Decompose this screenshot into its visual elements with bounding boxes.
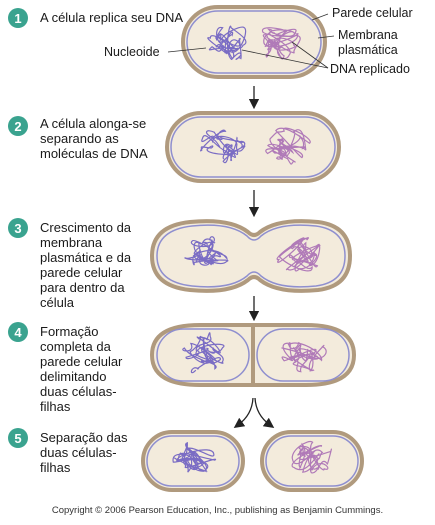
step-4-text: Formação completa da parede celular deli… bbox=[40, 324, 123, 414]
label-cell-wall: Parede celular bbox=[332, 6, 413, 20]
step-5-text: Separação das duas células- filhas bbox=[40, 430, 128, 475]
step-1-text: A célula replica seu DNA bbox=[40, 10, 184, 25]
step-5-badge: 5 bbox=[8, 428, 28, 448]
dna-strand bbox=[291, 440, 332, 474]
dna-strand bbox=[261, 27, 301, 60]
dna-strand bbox=[199, 129, 246, 164]
dna-coil-right bbox=[276, 237, 321, 272]
cell-stage-3 bbox=[149, 219, 353, 293]
dna-coil-left bbox=[172, 442, 216, 473]
dna-strand bbox=[184, 236, 229, 266]
step-2-text: A célula alonga-se separando as molécula… bbox=[40, 116, 148, 161]
leader-nucleoid bbox=[167, 47, 207, 53]
dna-coil-left bbox=[184, 236, 229, 266]
dna-strand bbox=[281, 341, 327, 373]
arrow-4-5-left bbox=[233, 397, 254, 429]
step-4-badge: 4 bbox=[8, 322, 28, 342]
dna-strand bbox=[207, 25, 247, 61]
dna-coil-left bbox=[182, 332, 225, 374]
dna-strand bbox=[276, 237, 321, 272]
cell-stage-1 bbox=[181, 5, 327, 79]
leader-replicated-dna bbox=[291, 41, 329, 69]
dna-coil-right bbox=[291, 440, 332, 474]
label-replicated-dna: DNA replicado bbox=[330, 62, 410, 76]
cell-stage-4 bbox=[149, 323, 357, 387]
leader-replicated-dna-2 bbox=[241, 49, 329, 69]
label-plasma-membrane: Membrana plasmática bbox=[338, 28, 398, 57]
label-nucleoid: Nucleoide bbox=[104, 45, 160, 59]
step-3-text: Crescimento da membrana plasmática e da … bbox=[40, 220, 132, 310]
leader-plasma-membrane bbox=[317, 35, 335, 39]
dna-strand bbox=[172, 442, 216, 473]
step-3-badge: 3 bbox=[8, 218, 28, 238]
step-1-badge: 1 bbox=[8, 8, 28, 28]
step-2-badge: 2 bbox=[8, 116, 28, 136]
dna-strand bbox=[265, 127, 311, 165]
dna-coil-left bbox=[199, 129, 246, 164]
dna-coil-right bbox=[261, 27, 301, 60]
leader-cell-wall bbox=[311, 13, 329, 21]
arrow-4-5-right bbox=[254, 397, 275, 429]
cell-stage-5 bbox=[141, 430, 364, 492]
copyright-notice: Copyright © 2006 Pearson Education, Inc.… bbox=[51, 505, 384, 516]
cell-stage-2 bbox=[165, 111, 341, 183]
dna-coil-right bbox=[281, 341, 327, 373]
dna-strand bbox=[182, 332, 225, 374]
dna-coil-left bbox=[207, 25, 247, 61]
dna-coil-right bbox=[265, 127, 311, 165]
